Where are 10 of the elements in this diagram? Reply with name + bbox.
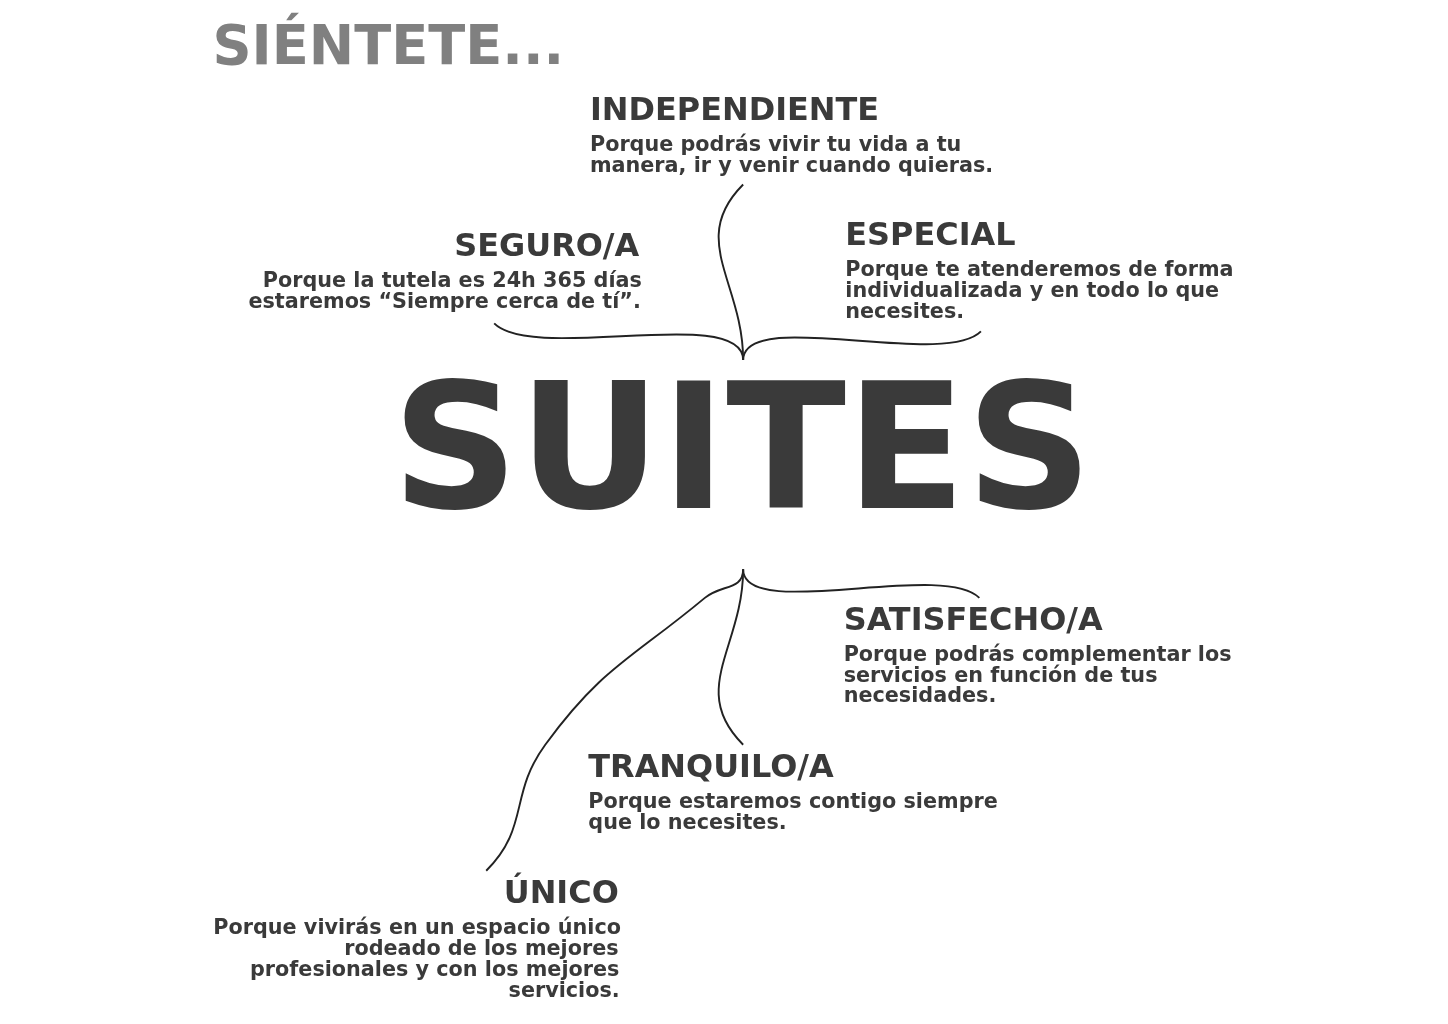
node-text: TRANQUILO/A Porque estaremos contigo siempre que lo necesites.: [588, 746, 998, 834]
connector: [742, 329, 982, 361]
node-text: SATISFECHO/A Porque podrás complementar los servicios en función de tus necesidades.: [843, 599, 1232, 707]
node-text: INDEPENDIENTE Porque podrás vivir tu vida a tu manera, ir y venir cuando quieras.: [589, 89, 994, 177]
node-text: SEGURO/A Porque la tutela es 24h 365 días estaremos “Siempre cerca de tí”.: [248, 225, 642, 313]
connector: [742, 567, 981, 599]
node-text: ÚNICO Porque vivirás en un espacio único rodeado de los mejores profesionales y con los mejores servicios.: [213, 872, 621, 1002]
node-text: SUITES: [392, 344, 1093, 549]
node-text: ESPECIAL Porque te atenderemos de forma individualizada y en todo lo que necesites.: [845, 214, 1234, 323]
diagram-title: SIÉNTETE...: [212, 13, 565, 77]
